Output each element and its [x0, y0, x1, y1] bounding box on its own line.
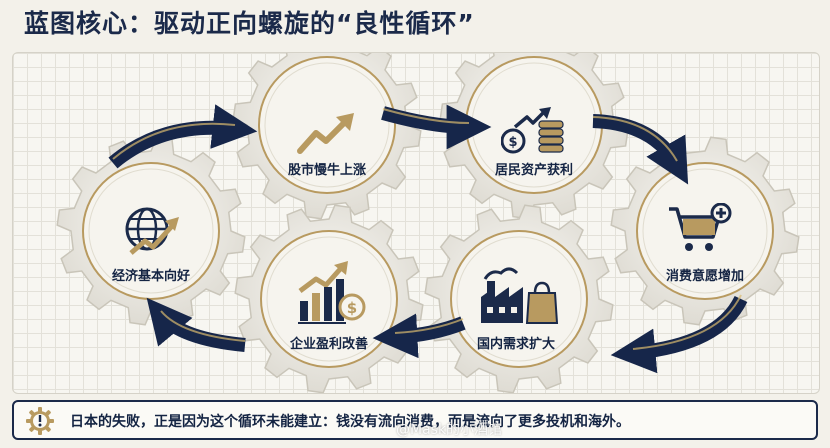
arrow-assets-to-consumption [592, 114, 689, 185]
arrow-demand-to-profit-glow [394, 318, 464, 334]
step-label-economy: 经济基本向好 [111, 269, 190, 284]
arrow-assets-to-consumption-glow [592, 116, 678, 162]
shopping-cart-plus-icon [669, 203, 732, 251]
arrow-consumption-to-demand [610, 295, 748, 374]
bar-chart-dollar-icon: $ [298, 261, 366, 324]
cycle-diagram-panel: 经济基本向好 股市慢牛上涨 居民资产获利 消费意愿增加 国内需求扩大 企业盈利改… [12, 52, 820, 394]
arrow-profit-to-economy-glow [160, 310, 246, 342]
page-title: 蓝图核心：驱动正向螺旋的“良性循环” [24, 9, 475, 38]
globe-growth-icon [125, 207, 179, 255]
step-label-household-assets: 居民资产获利 [494, 163, 573, 178]
step-label-stock-market: 股市慢牛上涨 [287, 163, 366, 178]
arrow-economy-to-stock-glow [112, 122, 236, 160]
step-label-domestic-demand: 国内需求扩大 [476, 337, 555, 352]
gear-household-assets [439, 53, 629, 220]
svg-text:$: $ [347, 299, 357, 317]
gear-economy [56, 136, 246, 326]
watermark: @Mask的小酒馆 [396, 422, 503, 438]
arrow-stock-to-assets [381, 104, 492, 150]
arrow-demand-to-profit [372, 313, 466, 359]
conclusion-banner: 日本的失败，正是因为这个循环未能建立：钱没有流向消费，而是流向了更多投机和海外。 [12, 400, 818, 440]
coins-growth-icon: $ [501, 107, 564, 154]
arrow-profit-to-economy [146, 297, 246, 352]
conclusion-text: 日本的失败，正是因为这个循环未能建立：钱没有流向消费，而是流向了更多投机和海外。 [70, 414, 630, 430]
svg-text:$: $ [508, 135, 517, 150]
arrow-stock-to-assets-glow [382, 108, 470, 124]
factory-shopping-bag-icon [481, 267, 559, 324]
step-label-consumption: 消费意愿增加 [665, 269, 744, 284]
gear-warning-icon [26, 407, 54, 435]
arrow-economy-to-stock [108, 104, 258, 169]
trend-up-arrow-icon [297, 113, 354, 154]
step-label-corporate-profit: 企业盈利改善 [289, 337, 368, 352]
arrow-consumption-to-demand-glow [632, 294, 742, 350]
